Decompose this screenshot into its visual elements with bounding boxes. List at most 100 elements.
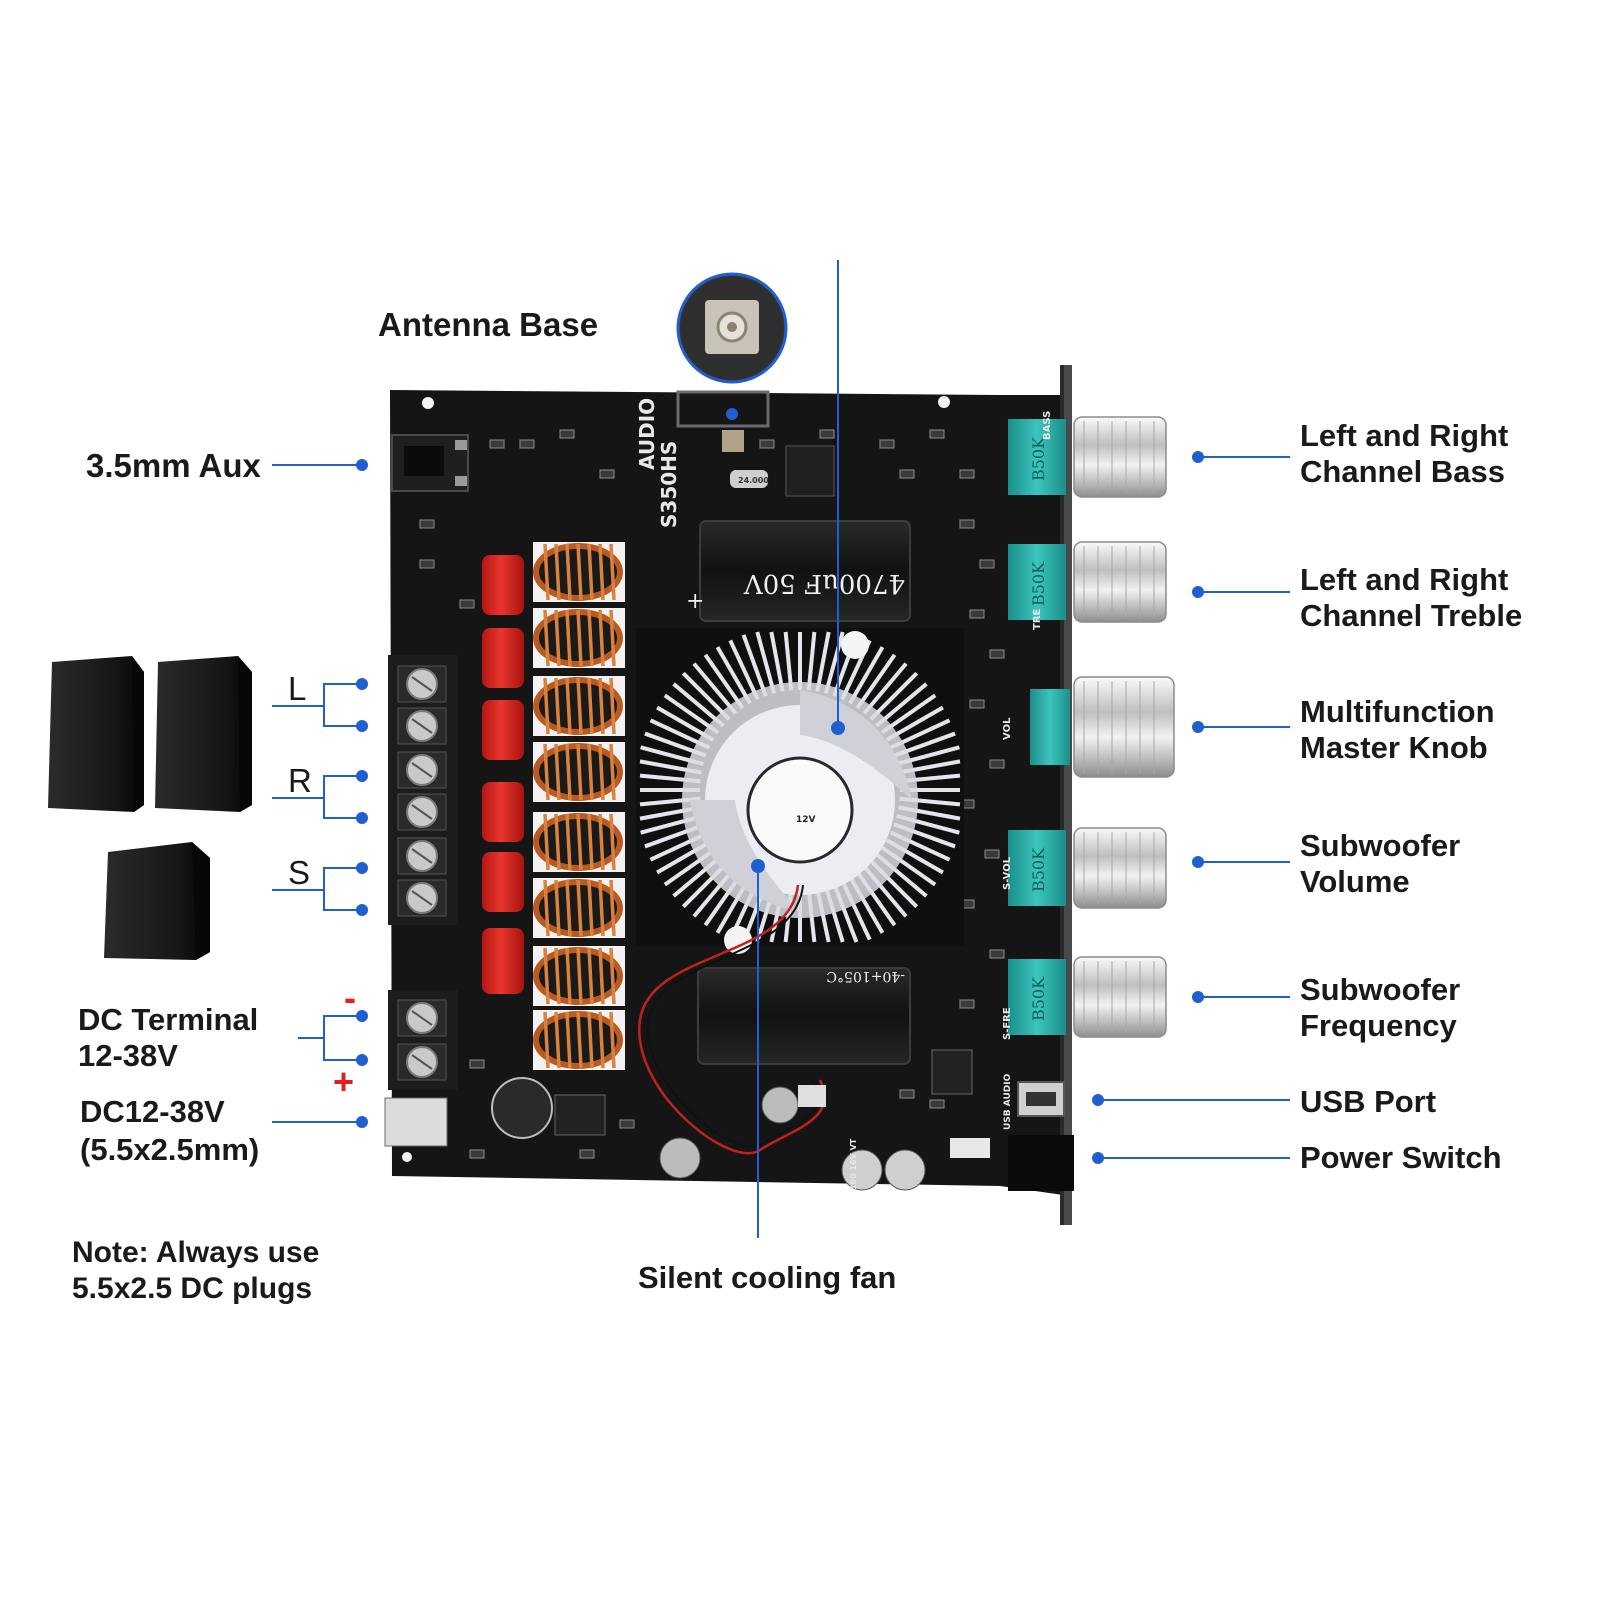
inductor-winding [543,543,550,601]
fan-wire [638,884,826,1155]
pot-sub-freq-label: S-FRE [1002,1007,1013,1040]
bluetooth-module: 24.000 [676,390,835,497]
film-capacitor [482,852,524,912]
label-bass-line2: Channel Bass [1300,454,1505,489]
inductor-winding [598,743,605,801]
smd-part [989,759,1005,769]
screw-slot [411,718,433,734]
inductor-winding [587,743,594,801]
label-dc-minus: - [344,977,356,1018]
dc-jack-block [384,1097,448,1147]
pot-value-label: B50K [1029,976,1048,1021]
smd-part [419,519,435,529]
smd-part [959,469,975,479]
inductor-winding [598,677,605,735]
inductor-winding [565,743,572,801]
inductor-winding [565,813,572,871]
potentiometer [1008,959,1066,1035]
heatsink-fin [806,631,817,691]
callout-labels: Antenna Base 3.5mm Aux L R S DC Terminal… [72,306,1522,1305]
smd-part [619,1119,635,1129]
inductor-winding [554,743,561,801]
heatsink-fin [728,639,760,701]
label-sub-frequency-line2: Frequency [1300,1008,1458,1043]
heatsink-fin [869,671,919,721]
smd-part [579,1149,595,1159]
mount-hole [402,1152,412,1162]
heatsink-fin [741,634,768,697]
potentiometer [1008,419,1066,495]
speaker-terminals [388,655,458,1090]
screw-slot [411,848,433,864]
inductor-winding [598,609,605,667]
label-dc-jack-line2: (5.5x2.5mm) [80,1132,259,1167]
inductor-winding [543,947,550,1005]
heatsink-fin [783,631,794,691]
small-cap-label: 100 16V VT [849,1138,858,1190]
pot-treble-label: TRE [1032,608,1043,630]
smd-part [959,519,975,529]
label-master-line2: Master Knob [1300,730,1488,765]
label-dc-jack-line1: DC12-38V [80,1094,225,1129]
inductor-winding [554,543,561,601]
smd-part [519,439,535,449]
heatsink-fin [681,671,731,721]
capacitor-label: 4700uF 50V [743,568,905,598]
label-note-line1: Note: Always use [72,1236,319,1269]
label-sub-volume-line2: Volume [1300,864,1410,899]
film-capacitor [482,928,524,994]
heatsink-fin [703,653,745,710]
label-bass-line1: Left and Right [1300,418,1508,453]
smd-part [969,609,985,619]
heatsink-fin [769,631,785,692]
smd-part [879,439,895,449]
heatsink-fin [862,662,908,715]
cooling-fan: 12V [682,631,918,954]
pointer-dot-icon [356,720,368,732]
inductor-winding [565,947,572,1005]
label-aux: 3.5mm Aux [86,447,261,484]
fan-wire [646,884,820,1148]
pointer-dot-icon [1192,991,1204,1003]
heatsink-fin [848,646,885,705]
inductor-winding [554,879,561,937]
inductor-winding [587,609,594,667]
smd-part [989,949,1005,959]
inductor-winding [565,677,572,735]
potentiometer [1008,830,1066,906]
label-subwoofer-channel: S [288,854,310,891]
side-panel [1064,365,1072,1225]
pointer-dot-icon [1192,721,1204,733]
film-capacitors [482,555,524,994]
label-sub-frequency-line1: Subwoofer [1300,972,1460,1007]
label-treble-line2: Channel Treble [1300,598,1522,633]
capacitor-bottom: -40+105°C [697,967,911,1065]
pointer-dot-icon [356,862,368,874]
inductor-winding [576,947,583,1005]
smd-part [759,439,775,449]
aux-jack [391,434,469,492]
pointer-dot-icon [356,459,368,471]
label-sub-volume-line1: Subwoofer [1300,828,1460,863]
power-switch-lever [950,1138,990,1158]
inductor-winding [565,609,572,667]
smd-part [969,699,985,709]
inductor-winding [609,543,616,601]
screw-slot [411,804,433,820]
pointer-dot-icon [356,1116,368,1128]
pointer-dot-icon [356,904,368,916]
smd-part [469,1059,485,1069]
inductor-winding [598,879,605,937]
screw-slot [411,1054,433,1070]
knob [1073,416,1167,498]
inductor-winding [554,1011,561,1069]
heatsink-fin [755,631,777,694]
inductor-winding [598,1011,605,1069]
inductor-winding [543,879,550,937]
pointer-dot-icon [356,678,368,690]
inductor-winding [609,677,616,735]
pot-value-label: B50K [1029,561,1048,606]
film-capacitor [482,628,524,688]
film-capacitor [482,782,524,842]
